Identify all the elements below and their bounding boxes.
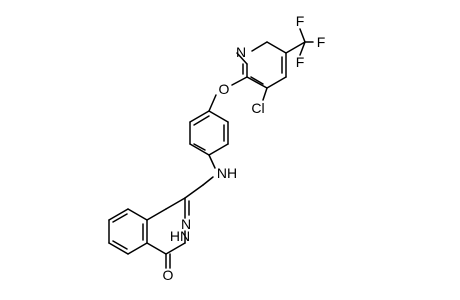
bond [127,208,148,221]
bond [127,242,148,255]
bond [251,41,268,52]
bond [189,110,210,123]
bond [208,154,216,169]
bond [236,52,248,65]
bond [208,143,229,156]
bond [146,242,167,255]
atom-label-n-pyridine: N [236,44,246,60]
bond [208,94,217,112]
bond [246,76,268,89]
ether-linkage [208,76,248,112]
trifluoromethyl-group [285,28,314,56]
atom-label-o-carbonyl: O [163,267,174,283]
atom-label-f3: F [296,54,305,70]
pyridine-ring [236,41,287,89]
bond [165,242,186,255]
bond [193,143,206,151]
bond [231,76,248,86]
amine-linkage [184,154,216,199]
bond [112,213,128,223]
bond [266,41,287,54]
bond [299,41,306,56]
bond [202,176,214,186]
phenylene-ring [189,110,229,156]
atom-label-nh-ring: HN [170,228,190,244]
bond [165,197,186,210]
atom-label-nh-amine: NH [217,165,237,181]
atom-label-f1: F [296,13,305,29]
atom-label-o-ether: O [219,81,230,97]
bond [193,115,210,126]
bond [112,240,128,250]
bond [208,110,229,123]
bond [108,208,129,221]
bond [299,28,306,43]
bond [146,208,167,221]
bond [266,76,287,89]
bond [262,87,268,101]
bond [285,41,306,54]
bond [184,184,204,199]
bond [250,76,264,85]
phthalazinone-ring [146,197,190,269]
atom-label-n-ring: N [181,216,191,232]
bond [189,143,210,156]
fused-benzene-ring [108,208,148,255]
atom-label-f2: F [317,34,326,50]
bond [108,242,129,255]
atom-label-cl: Cl [251,100,264,116]
